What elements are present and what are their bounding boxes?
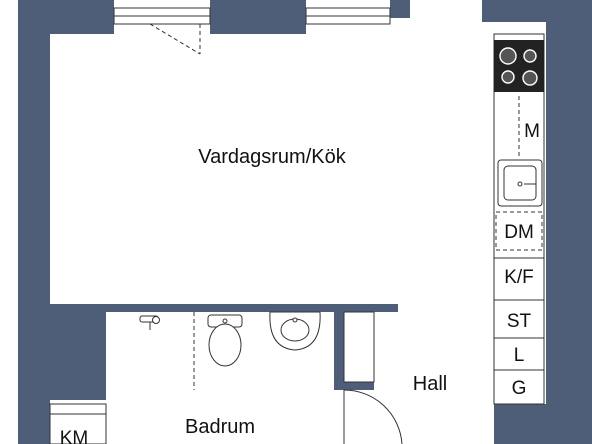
wall-top-middle — [210, 0, 306, 34]
cabinet-label-dm: DM — [504, 222, 534, 243]
cabinet-label-m: M — [524, 121, 540, 142]
cabinet-label-kf: K/F — [504, 267, 534, 288]
wall-right-outer — [546, 0, 592, 444]
wall-living-bath-divider — [50, 304, 398, 312]
washer-cabinet — [49, 403, 107, 444]
stove-icon — [494, 40, 544, 92]
bath-cabinet — [343, 311, 375, 383]
room-label-hall: Hall — [413, 373, 447, 395]
wall-bathroom-left — [18, 312, 106, 402]
wall-bottom-right — [488, 404, 592, 444]
rooms — [50, 34, 494, 444]
kitchen-sink-icon — [497, 159, 543, 207]
window-middle — [305, 7, 391, 25]
room-label-living-kitchen: Vardagsrum/Kök — [198, 146, 346, 168]
wall-top-right-block — [390, 0, 410, 18]
washbasin-icon — [269, 311, 321, 351]
wall-top-left — [18, 0, 114, 34]
bathroom-door — [343, 389, 403, 444]
room-label-bathroom: Badrum — [185, 416, 255, 438]
cabinet-label-km: KM — [60, 428, 89, 444]
cabinet-label-st: ST — [507, 311, 532, 332]
wall-bath-hall-upper — [334, 304, 344, 390]
cabinet-label-g: G — [512, 378, 527, 399]
wall-bath-hall-stub — [334, 382, 374, 390]
window-left — [113, 7, 211, 55]
kitchen-counter — [493, 33, 545, 405]
cabinet-dividers — [494, 211, 544, 371]
cabinet-label-l: L — [514, 345, 525, 366]
room-hall — [380, 34, 494, 444]
walls — [18, 0, 592, 444]
toilet-icon — [207, 314, 243, 367]
shower-valve-icon — [139, 315, 160, 330]
internal-walls — [50, 304, 398, 390]
